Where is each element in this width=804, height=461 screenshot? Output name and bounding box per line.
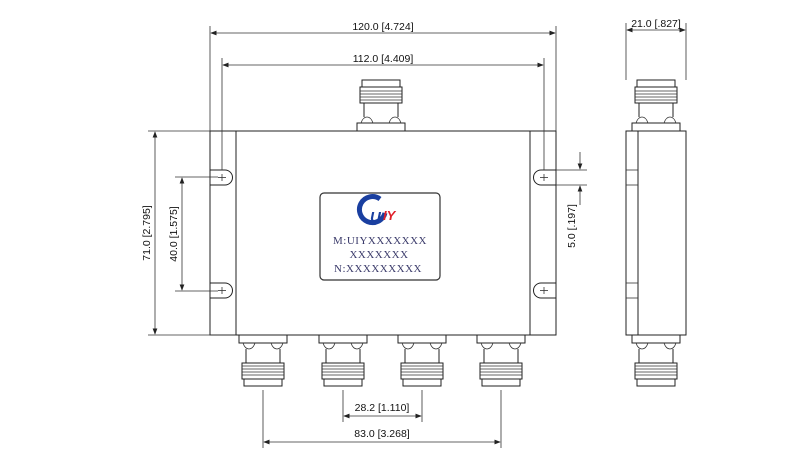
dim-overall-height: 71.0 [2.795] [141, 205, 153, 261]
model-text: M:UIYXXXXXXX [333, 235, 427, 247]
dim-port-pitch: 28.2 [1.110] [355, 402, 410, 414]
dim-slot-width: 5.0 [.197] [566, 204, 578, 248]
dim-outer-port-span: 83.0 [3.268] [354, 428, 410, 440]
output-connector-1 [238, 334, 288, 387]
input-connector [356, 79, 406, 132]
output-connector-4 [476, 334, 526, 387]
svg-text:U: U [370, 209, 382, 226]
dim-overall-width: 120.0 [4.724] [352, 21, 413, 33]
uiy-logo: U IY [357, 194, 397, 226]
dim-depth: 21.0 [.827] [631, 18, 681, 30]
side-view [625, 79, 687, 387]
svg-text:IY: IY [383, 208, 397, 223]
output-connector-3 [397, 334, 447, 387]
product-label: U IY M:UIYXXXXXXX XXXXXXX N:XXXXXXXXX [319, 192, 441, 281]
side-input-connector [631, 79, 681, 132]
dim-hole-vertical-spacing: 40.0 [1.575] [168, 206, 180, 262]
front-view: U IY M:UIYXXXXXXX XXXXXXX N:XXXXXXXXX [209, 79, 557, 387]
serial-text: N:XXXXXXXXX [334, 263, 422, 275]
side-output-connector [631, 334, 681, 387]
dimensions [148, 23, 687, 448]
second-line-text: XXXXXXX [349, 249, 408, 261]
dim-hole-spacing: 112.0 [4.409] [353, 53, 414, 65]
output-connector-2 [318, 334, 368, 387]
mounting-slot [210, 169, 556, 299]
